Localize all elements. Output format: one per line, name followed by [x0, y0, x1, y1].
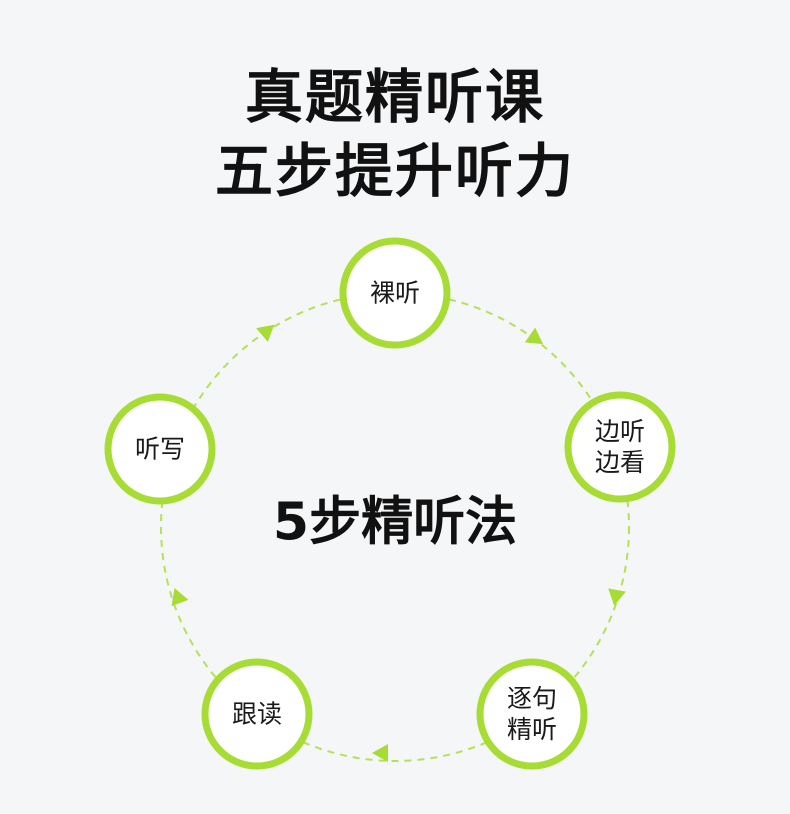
- step-label-5: 听写: [134, 434, 186, 464]
- arrow-icon: [256, 324, 275, 342]
- center-label: 5步精听法: [272, 492, 518, 553]
- step-node-5: [104, 393, 216, 505]
- step-label-1: 裸听: [369, 278, 421, 308]
- step-node-3: [476, 658, 588, 770]
- step-node-4: [201, 658, 313, 770]
- step-node-1: [339, 237, 451, 349]
- arrow-icon: [524, 327, 544, 345]
- page-subtitle: 五步提升听力: [214, 137, 575, 205]
- arrow-icon: [171, 587, 189, 607]
- step-label-2: 边听 边看: [594, 416, 646, 477]
- cycle-ring: [160, 292, 630, 762]
- step-label-4: 跟读: [231, 699, 283, 729]
- step-node-2: [564, 391, 676, 503]
- arrow-icon: [372, 744, 388, 762]
- arrow-icon: [608, 588, 626, 606]
- page-title: 真题精听课: [244, 63, 545, 131]
- step-label-3: 逐句 精听: [506, 683, 558, 744]
